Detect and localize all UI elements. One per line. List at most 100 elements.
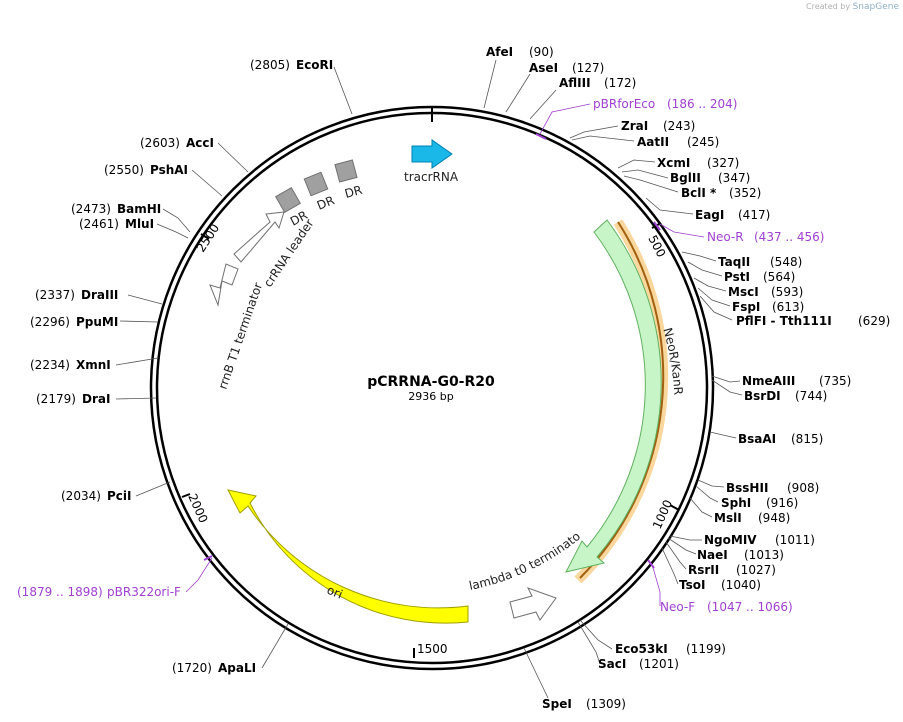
site-pos: (2805)	[250, 58, 290, 72]
site-pos: (347)	[718, 171, 750, 185]
dr-box-1[interactable]	[275, 187, 301, 213]
ori-arc[interactable]	[227, 489, 469, 624]
ori-label: ori	[325, 583, 345, 602]
site-labels: AfeI (90) AseI (127) AflIII (172) ZraI (…	[30, 45, 890, 711]
site-name[interactable]: AfeI	[486, 45, 513, 59]
site-pos: (2179)	[36, 392, 76, 406]
site-pos: (1011)	[775, 533, 815, 547]
site-pos: (90)	[529, 45, 554, 59]
primer-pbrforeco[interactable]: pBRforEco	[593, 97, 655, 111]
crrna-leader-arrow[interactable]	[233, 211, 285, 263]
site-name[interactable]: EcoRI	[296, 58, 333, 72]
tick-2500-mark	[200, 233, 210, 240]
site-name[interactable]: SacI	[598, 657, 626, 671]
site-pos: (593)	[771, 285, 803, 299]
site-pos: (1027)	[736, 563, 776, 577]
dr-box-2[interactable]	[303, 171, 329, 197]
site-name[interactable]: BssHII	[726, 481, 768, 495]
leader-lines	[115, 59, 743, 699]
site-pos: (2337)	[35, 288, 75, 302]
site-name[interactable]: FspI	[732, 300, 760, 314]
site-name[interactable]: DraIII	[81, 288, 118, 302]
tick-1500: 1500	[417, 642, 448, 656]
site-name[interactable]: NaeI	[697, 548, 728, 562]
site-name[interactable]: SpeI	[542, 697, 572, 711]
site-name[interactable]: NgoMIV	[704, 533, 757, 547]
site-name[interactable]: TaqII	[718, 255, 750, 269]
site-name[interactable]: TsoI	[679, 578, 705, 592]
site-name[interactable]: EagI	[695, 208, 724, 222]
site-name[interactable]: BamHI	[117, 202, 161, 216]
tick-2000: 2000	[185, 492, 210, 526]
site-name[interactable]: PflFI - Tth111I	[736, 314, 832, 328]
site-pos: (243)	[663, 119, 695, 133]
dr-box-3[interactable]	[334, 159, 358, 183]
tick-2000-mark	[181, 493, 191, 498]
site-name[interactable]: XmnI	[76, 358, 111, 372]
tick-1000-mark	[669, 504, 680, 511]
site-pos: (744)	[795, 389, 827, 403]
site-name[interactable]: XcmI	[657, 156, 690, 170]
tracrrna-label: tracrRNA	[404, 170, 459, 184]
site-name[interactable]: DraI	[82, 392, 110, 406]
site-name[interactable]: PpuMI	[76, 315, 118, 329]
primer-neor[interactable]: Neo-R	[707, 230, 744, 244]
site-pos: (2034)	[61, 489, 101, 503]
dr-label-2: DR	[315, 193, 337, 213]
rrnb-terminator-label: rrnB T1 terminator	[216, 281, 266, 391]
primer-neof[interactable]: Neo-F	[660, 600, 695, 614]
site-name[interactable]: Eco53kI	[615, 642, 668, 656]
site-name[interactable]: BglII	[670, 171, 701, 185]
site-pos: (172)	[604, 76, 636, 90]
site-name[interactable]: ApaLI	[218, 661, 256, 675]
site-name[interactable]: AccI	[186, 136, 214, 150]
site-name[interactable]: AflIII	[559, 76, 591, 90]
site-pos: (2550)	[104, 163, 144, 177]
site-name[interactable]: ZraI	[621, 119, 648, 133]
rrnb-terminator-arrow[interactable]	[209, 263, 239, 307]
site-name[interactable]: PshAI	[150, 163, 188, 177]
neor-black-line	[579, 221, 665, 579]
ori-arrow[interactable]	[226, 490, 468, 603]
lambda-terminator-arrow[interactable]	[509, 587, 557, 621]
site-pos: (2603)	[140, 136, 180, 150]
primer-neof-range: (1047 .. 1066)	[707, 600, 793, 614]
tick-1000: 1000	[650, 498, 675, 532]
site-pos: (564)	[763, 270, 795, 284]
site-name[interactable]: AatII	[637, 135, 669, 149]
site-pos: (1720)	[172, 661, 212, 675]
neor-arrow[interactable]	[565, 219, 662, 573]
site-name[interactable]: BsaAI	[738, 432, 776, 446]
primer-neor-range: (437 .. 456)	[754, 230, 824, 244]
credit-prefix: Created by	[806, 2, 851, 11]
site-pos: (916)	[766, 496, 798, 510]
site-name[interactable]: MluI	[125, 217, 154, 231]
site-name[interactable]: PciI	[107, 489, 132, 503]
snapgene-credit: Created by SnapGene	[806, 2, 899, 12]
primer-pbr322orif[interactable]: pBR322ori-F	[107, 585, 181, 599]
site-name[interactable]: PstI	[724, 270, 750, 284]
primer-labels: pBRforEco (186 .. 204) Neo-R (437 .. 456…	[17, 97, 824, 614]
tick-2500: 2500	[194, 221, 222, 254]
site-name[interactable]: BclI *	[681, 186, 717, 200]
site-name[interactable]: RsrII	[688, 563, 719, 577]
site-pos: (613)	[772, 300, 804, 314]
site-name[interactable]: SphI	[721, 496, 751, 510]
site-name[interactable]: MscI	[728, 285, 759, 299]
site-name[interactable]: NmeAIII	[742, 374, 795, 388]
site-name[interactable]: BsrDI	[744, 389, 781, 403]
plasmid-name: pCRRNA-G0-R20	[367, 374, 495, 390]
site-pos: (352)	[729, 186, 761, 200]
site-pos: (629)	[858, 314, 890, 328]
snapgene-logo: SnapGene	[852, 2, 899, 12]
site-pos: (908)	[787, 481, 819, 495]
site-pos: (245)	[687, 135, 719, 149]
site-pos: (735)	[819, 374, 851, 388]
primer-pbr322orif-range: (1879 .. 1898)	[17, 585, 103, 599]
site-name[interactable]: AseI	[529, 61, 558, 75]
site-pos: (2473)	[71, 202, 111, 216]
tracrrna-arrow[interactable]	[411, 139, 453, 169]
site-name[interactable]: MslI	[714, 511, 742, 525]
site-pos: (1013)	[744, 548, 784, 562]
